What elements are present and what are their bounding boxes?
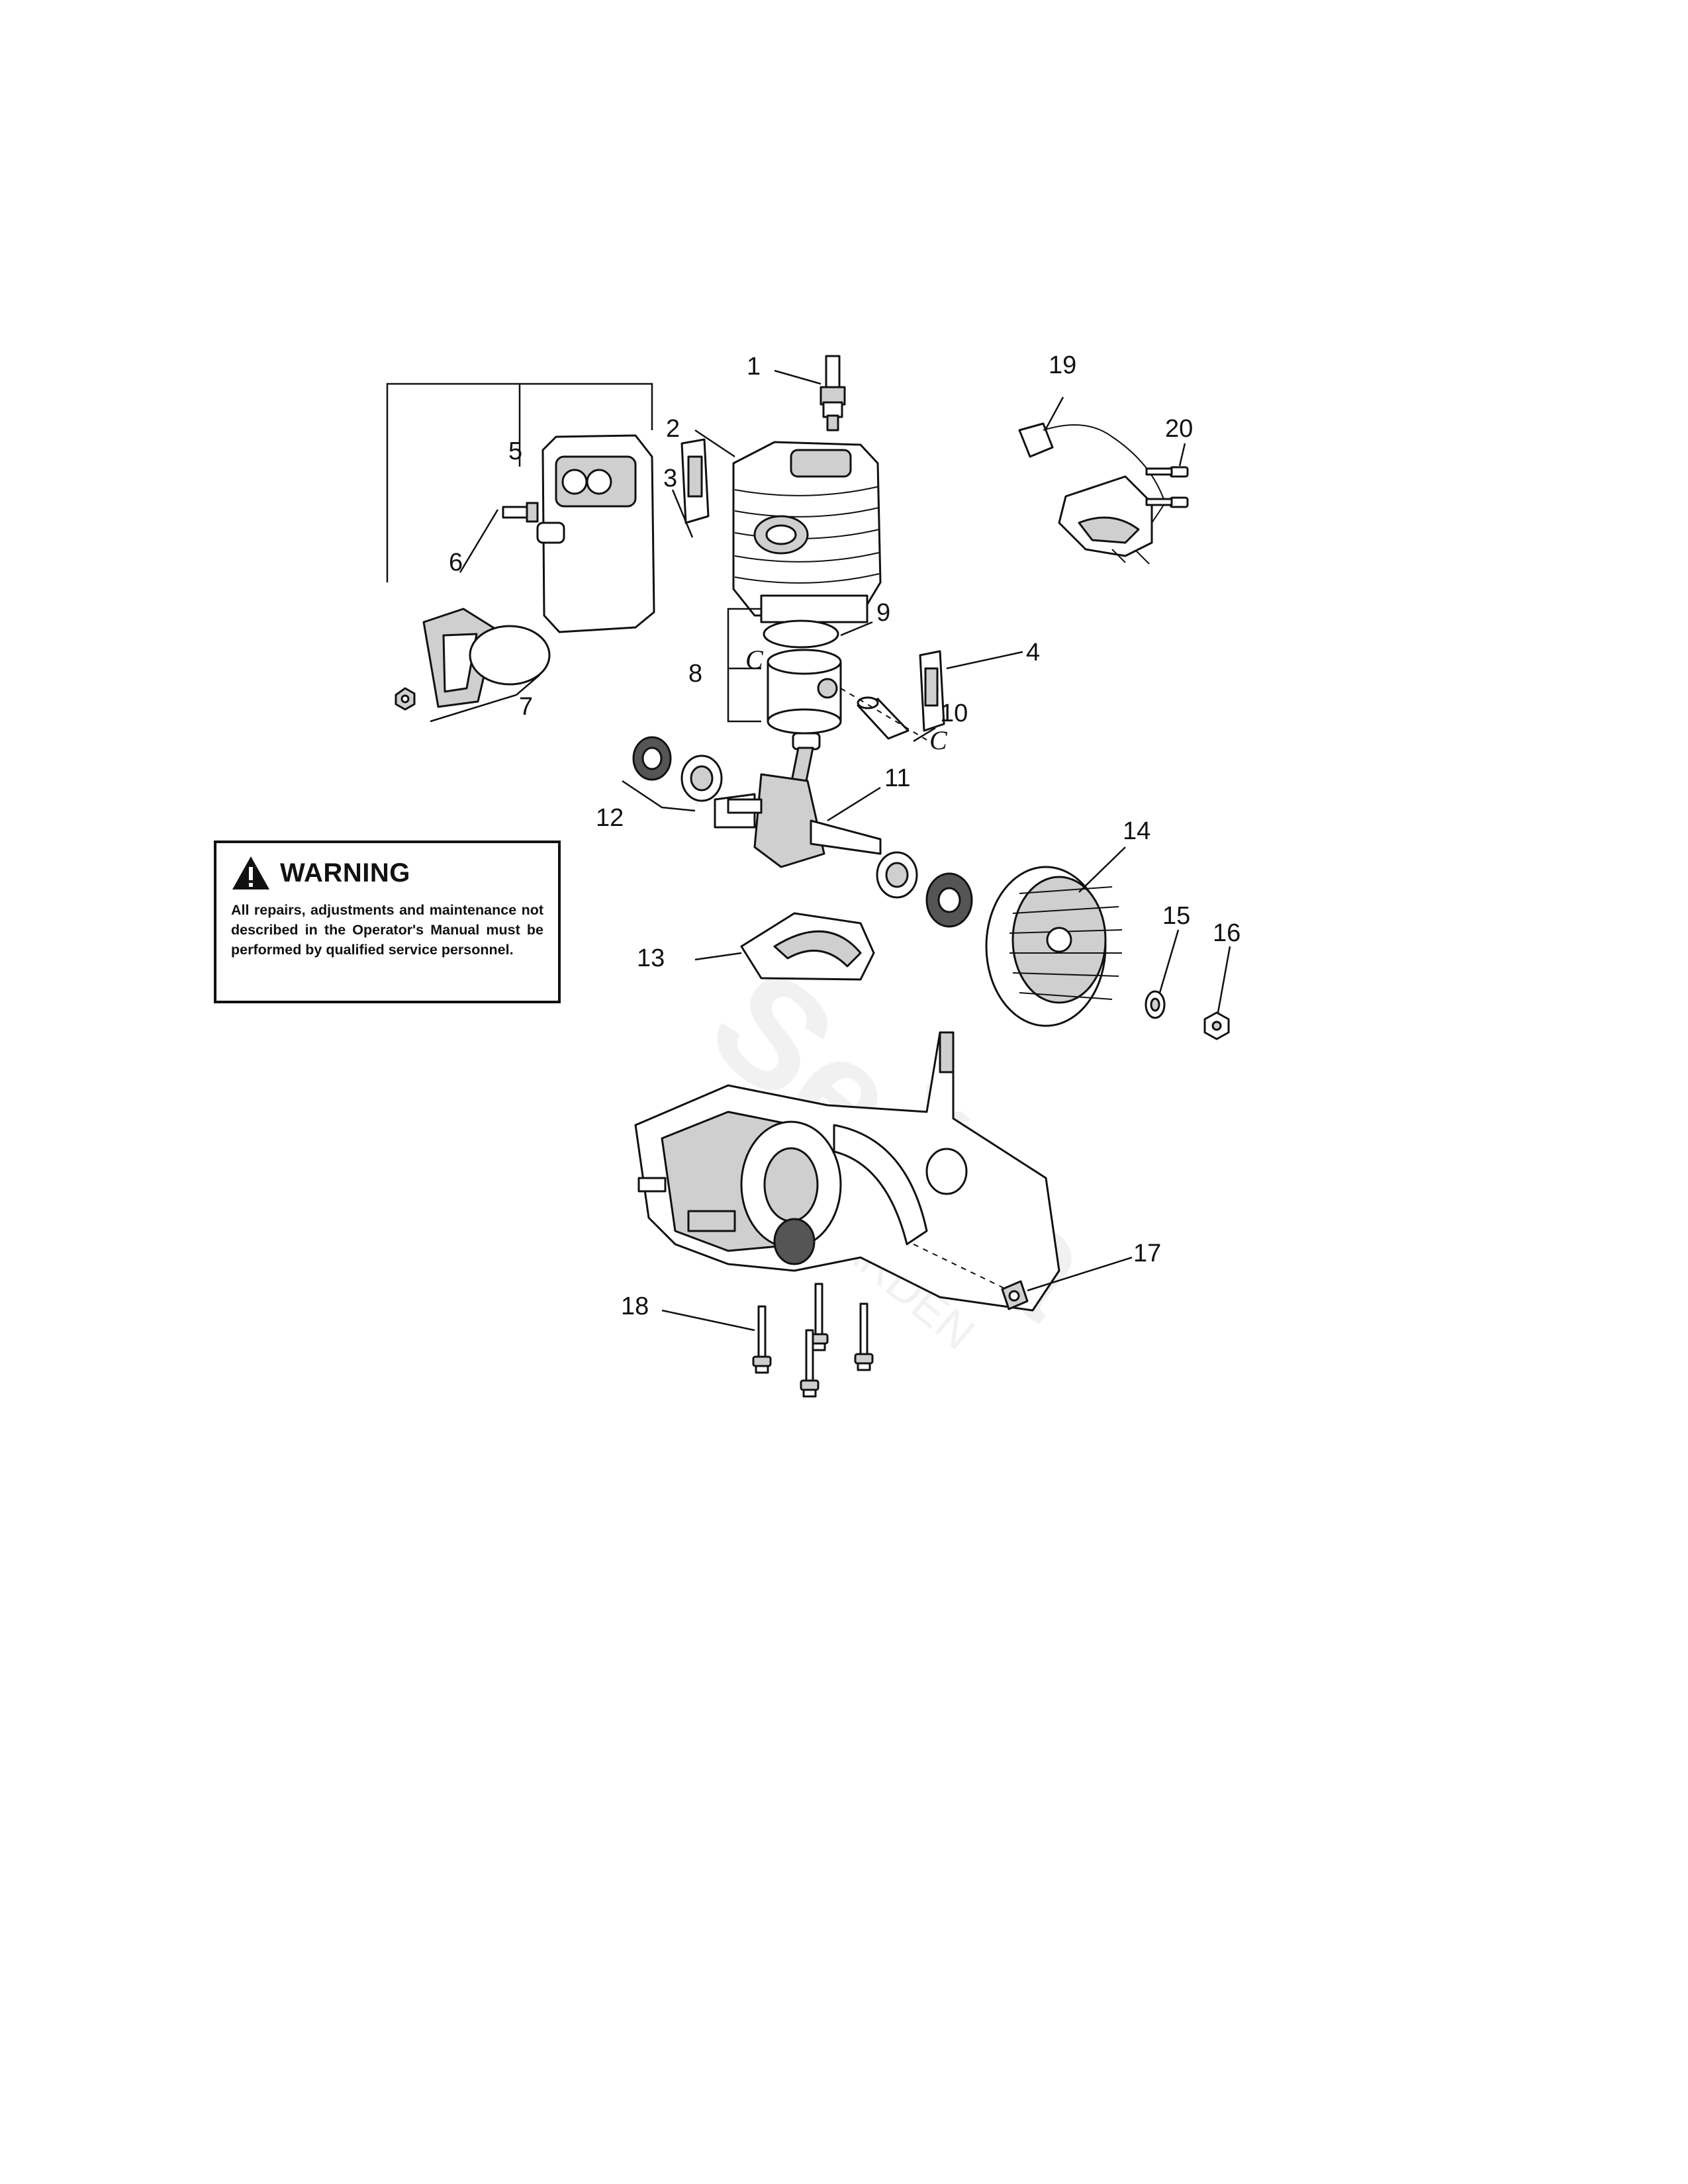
callout-labels: 1 2 3 4 5 6 7 8 9 10 11 12 13 14 15 16 1… <box>449 351 1241 1320</box>
cylinder <box>732 441 882 623</box>
callout-10: 10 <box>940 700 968 727</box>
warning-triangle-icon <box>232 856 269 889</box>
callout-6: 6 <box>449 549 463 576</box>
muffler-deflector <box>395 608 551 711</box>
callout-12: 12 <box>596 804 624 832</box>
pin-mark-c-right: C <box>929 725 948 755</box>
callout-16: 16 <box>1213 919 1241 947</box>
callout-14: 14 <box>1123 817 1150 845</box>
callout-2: 2 <box>666 415 680 443</box>
bolt-6 <box>502 502 539 523</box>
callout-1: 1 <box>747 353 761 381</box>
callout-18: 18 <box>621 1293 649 1320</box>
warning-title: WARNING <box>280 858 410 887</box>
gasket-3 <box>680 438 710 524</box>
ignition-module <box>1018 422 1166 565</box>
washer <box>1145 990 1166 1019</box>
callout-17: 17 <box>1133 1240 1161 1267</box>
screw-a <box>752 1305 772 1374</box>
callout-5: 5 <box>508 437 522 465</box>
callout-13: 13 <box>637 944 665 972</box>
pin-mark-c-left: C <box>745 645 764 674</box>
warning-box: WARNING All repairs, adjustments and mai… <box>214 841 561 1003</box>
callout-9: 9 <box>876 599 890 627</box>
callout-20: 20 <box>1165 415 1193 443</box>
muffler <box>536 434 655 633</box>
callout-7: 7 <box>519 693 533 721</box>
screw-c <box>854 1302 874 1371</box>
spark-plug <box>820 355 846 432</box>
gasket-4 <box>919 650 945 732</box>
screws <box>752 1283 874 1398</box>
bolts-20 <box>1145 466 1189 508</box>
nut-17 <box>913 1244 1029 1310</box>
callout-3: 3 <box>663 465 677 492</box>
leader-lines <box>386 369 1231 1332</box>
piston <box>767 649 842 735</box>
crankshaft <box>714 732 882 868</box>
crankcase-cover <box>740 912 875 981</box>
nut-16 <box>1203 1011 1230 1040</box>
piston-ring <box>763 619 839 649</box>
callout-19: 19 <box>1049 351 1076 379</box>
callout-11: 11 <box>884 764 910 792</box>
callout-4: 4 <box>1026 639 1040 666</box>
seal-bearing-right <box>876 851 973 928</box>
screw-d <box>800 1329 820 1398</box>
crankcase <box>634 1031 1060 1312</box>
callout-15: 15 <box>1162 902 1190 930</box>
callout-8: 8 <box>688 660 702 688</box>
seal-bearing-left <box>632 736 723 802</box>
piston-pin <box>840 688 927 741</box>
warning-text: All repairs, adjustments and maintenance… <box>231 902 543 958</box>
warning-header: WARNING <box>231 855 543 891</box>
flywheel <box>985 866 1123 1027</box>
